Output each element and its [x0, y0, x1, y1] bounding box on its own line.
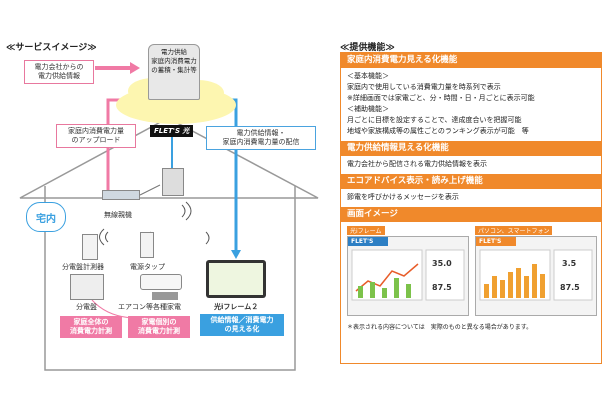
- aircon-icon: [140, 274, 182, 290]
- flets-logo: FLET'S 光: [150, 125, 194, 137]
- feature1-line: ＜補助機能＞: [347, 105, 389, 113]
- panel-meter-icon: [82, 234, 98, 260]
- feature2-header: 電力供給情報見える化機能: [341, 141, 601, 156]
- feature1-line: ＜基本機能＞: [347, 72, 389, 80]
- wireless-label: 無線親機: [104, 211, 132, 219]
- feature1-line: 月ごとに目標を設定することで、達成度合いを把握可能: [347, 116, 522, 124]
- power-company-info-box: 電力会社からの 電力供給情報: [24, 60, 94, 84]
- screen1-val2: 87.5: [432, 283, 452, 292]
- screen2-image: FLET'S 3.5 87.5: [475, 236, 597, 316]
- distribution-board-icon: [70, 274, 104, 300]
- feature4-header: 画面イメージ: [341, 207, 601, 222]
- screen2-logo: FLET'S: [476, 237, 516, 246]
- panel-meter-label: 分電盤計測器: [62, 263, 104, 271]
- per-appliance-label: 家電個別の 消費電力計測: [128, 316, 190, 338]
- server-label: 電力供給 家庭内消費電力 の蓄積・集計等: [151, 48, 197, 74]
- features-panel: 家庭内消費電力見える化機能 ＜基本機能＞ 家庭内で使用している消費電力量を時系列…: [340, 52, 602, 364]
- screen2-tag: パソコン、スマートフォン: [475, 226, 553, 235]
- frame-device: [206, 260, 266, 298]
- upload-label-box: 家庭内消費電力量 のアップロード: [56, 124, 136, 148]
- feature1-header: 家庭内消費電力見える化機能: [341, 53, 601, 68]
- frame-feature-label: 供給情報／消費電力 の見える化: [200, 314, 284, 336]
- features-title: ≪提供機能≫: [340, 43, 395, 53]
- screen2-val1: 3.5: [562, 259, 577, 268]
- home-badge: [26, 202, 66, 232]
- screen1-chart: [351, 249, 465, 301]
- screen2-val2: 87.5: [560, 283, 580, 292]
- appliance-label: エアコン等各種家電: [118, 303, 181, 311]
- wireless-base-icon: [102, 190, 140, 200]
- screen1-image: FLET'S 35.0 87.5: [347, 236, 469, 316]
- frame-label: 光iフレーム２: [214, 303, 259, 311]
- feature1-line: 地域や家族構成等の属性ごとのランキング表示が可能 等: [347, 127, 529, 135]
- feature1-line: ※詳細画面では家電ごと、分・時間・日・月ごとに表示可能: [347, 94, 535, 102]
- feature1-line: 家庭内で使用している消費電力量を時系列で表示: [347, 83, 501, 91]
- power-tap-label: 電源タップ: [130, 263, 165, 271]
- feature2-text: 電力会社から配信される電力供給情報を表示: [347, 160, 487, 168]
- screen2-chart: [479, 249, 593, 301]
- distribution-board-label: 分電盤: [76, 303, 97, 311]
- screen1-logo: FLET'S: [348, 237, 388, 246]
- screen1-val1: 35.0: [432, 259, 452, 268]
- disclaimer-note: ＊表示される内容については 実際のものと異なる場合があります。: [347, 324, 533, 331]
- whole-home-label: 家庭全体の 消費電力計測: [60, 316, 122, 338]
- service-image-title: ≪サービスイメージ≫: [6, 43, 97, 53]
- heater-icon: [152, 292, 178, 300]
- home-label: 宅内: [36, 214, 56, 225]
- power-tap-icon: [140, 232, 154, 258]
- screen1-tag: 光iフレーム: [347, 226, 385, 235]
- server-icon: [148, 44, 200, 100]
- delivery-label-box: 電力供給情報・ 家庭内消費電力量の配信: [206, 126, 316, 150]
- feature3-text: 節電を呼びかけるメッセージを表示: [347, 193, 459, 201]
- router-icon: [162, 168, 184, 196]
- feature3-header: エコアドバイス表示・読み上げ機能: [341, 174, 601, 189]
